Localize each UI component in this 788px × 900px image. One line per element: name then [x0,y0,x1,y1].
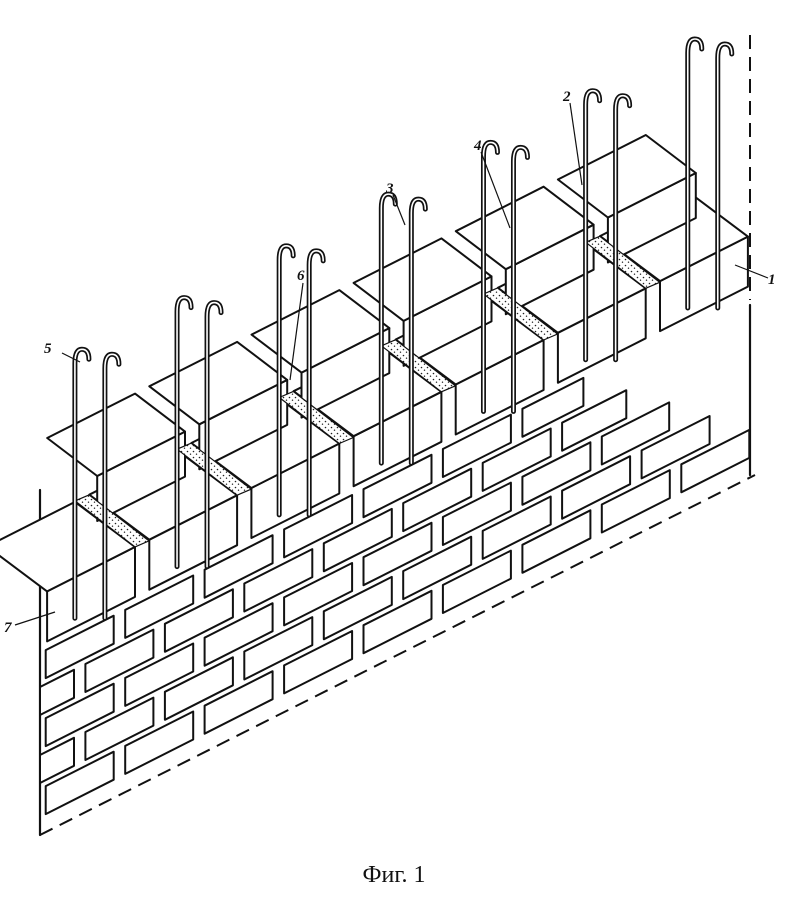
brick [600,401,671,466]
callout-6-label: 6 [297,268,305,284]
figure-caption: Фиг. 1 [362,862,426,888]
callout-2-label: 2 [562,89,571,105]
block-top [250,289,391,374]
brick [640,415,711,480]
brick [680,428,751,494]
brick [163,656,234,721]
mortar-joint [175,442,253,496]
brick [441,413,512,478]
rod-highlight [686,38,703,309]
brick [39,736,75,784]
callout-6: 6 [289,268,305,381]
brick [481,495,552,560]
brick [39,668,75,716]
brick [561,455,632,520]
brick [402,467,473,533]
callout-3: 3 [385,181,406,226]
mortar-joint [380,339,457,393]
brick [243,616,314,681]
rod-highlight [104,353,120,620]
mortar-joint [482,287,559,341]
brick [441,481,512,546]
rod-highlight [482,141,499,413]
brick [163,588,234,653]
rod-highlight [278,245,294,516]
rod-highlight [74,348,90,620]
brick [84,696,155,761]
brick [362,589,433,655]
callout-2: 2 [562,89,583,186]
brick [283,494,354,559]
callout-3-label: 3 [385,181,394,197]
brick [362,453,433,519]
brick [561,389,628,452]
callout-4-label: 4 [473,138,482,154]
brick [362,521,433,587]
mortar-joint [584,235,661,289]
brick [44,750,115,816]
rod-highlight [308,250,324,516]
brick [402,535,473,601]
brick [521,509,592,574]
brick [283,562,354,627]
rod-highlight [176,296,192,568]
brick [124,574,195,639]
brick [283,630,354,695]
block-top [454,185,595,271]
rod-highlight [584,89,601,361]
callout-7-label: 7 [4,620,12,636]
rod-highlight [206,301,222,568]
brick [243,548,314,613]
brick [124,710,195,775]
block-top [556,134,697,219]
brick [44,682,115,748]
brick [521,441,592,506]
rod-highlight [614,94,631,361]
brick [322,575,393,641]
upper-blocks [0,134,749,643]
block-top [46,392,186,477]
brick [481,427,552,492]
callout-4: 4 [473,138,511,229]
callout-7: 7 [4,611,56,636]
brick [124,642,195,707]
mortar-joints [73,235,661,548]
callout-5: 5 [44,341,81,363]
block-top [148,340,289,426]
callout-1-label: 1 [768,272,776,288]
masonry-wall-drawing: 1 2 3 4 5 6 7 [0,35,776,837]
brick [322,507,393,573]
brick [441,549,512,614]
rod-highlight [410,198,427,464]
block-top [352,237,493,322]
callout-5-label: 5 [44,341,52,357]
mortar-joint [278,390,355,445]
brick [203,602,274,667]
callout-1: 1 [734,264,776,288]
brick [84,628,155,693]
brick [203,534,274,599]
brick [203,670,274,735]
brick [600,469,671,534]
rod-highlight [512,146,529,413]
brick [44,614,115,680]
lower-brick-courses [39,376,751,816]
rod-highlight [716,43,733,309]
mortar-joint [73,494,151,548]
brick [521,376,585,438]
